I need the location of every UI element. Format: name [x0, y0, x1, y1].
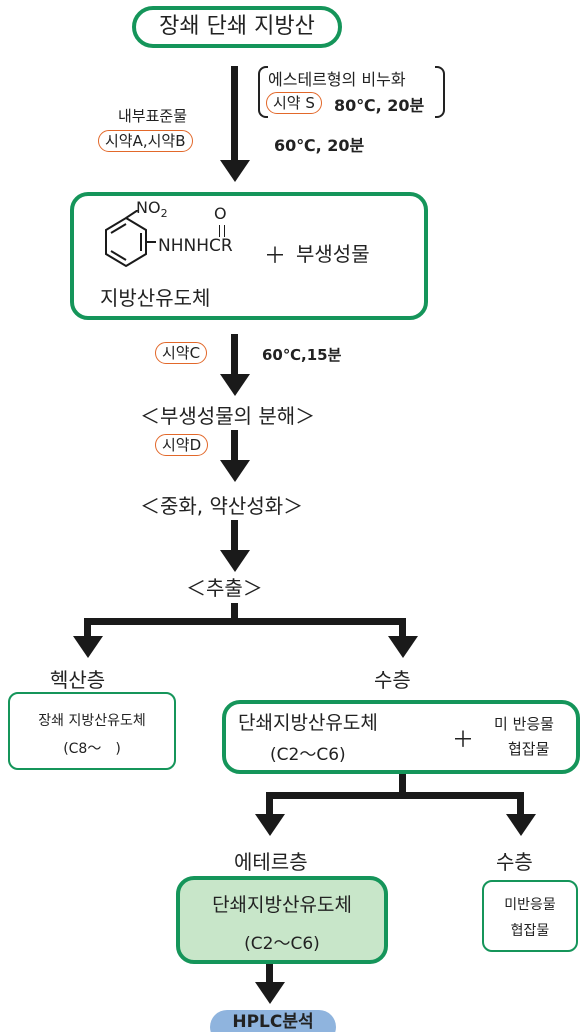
aqueous-layer-label-2: 수층 — [496, 850, 533, 874]
neutralize-step: ＜중화, 약산성화＞ — [140, 494, 304, 518]
reaction-conditions: 60℃, 20분 — [274, 136, 365, 155]
reagent-c-badge: 시약C — [155, 342, 208, 364]
hexane-layer-label: 헥산층 — [50, 668, 106, 692]
impurities-label-1: 협잡물 — [508, 740, 550, 758]
branch1-left-head — [73, 636, 103, 658]
derivative-box — [70, 192, 428, 320]
unreacted-box-line2: 협잡물 — [510, 923, 550, 939]
branch1-right-head — [388, 636, 418, 658]
main-arrow-3-head — [220, 460, 250, 482]
branch1-bar — [84, 618, 406, 625]
carbonyl-oxygen: O — [214, 204, 227, 223]
branch1-stem — [231, 603, 238, 623]
nitro-group: NO2 — [136, 198, 168, 220]
final-arrow-head — [255, 982, 285, 1004]
ether-box: 단쇄지방산유도체 (C2～C6) — [176, 876, 388, 964]
ether-box-line2: (C2～C6) — [244, 934, 320, 954]
aqueous-layer-label-1: 수층 — [374, 668, 411, 692]
final-arrow-shaft — [266, 964, 273, 986]
derivative-plus: ＋ — [264, 244, 287, 269]
main-arrow-2-head — [220, 374, 250, 396]
main-arrow-2-shaft — [231, 334, 238, 378]
reagent-ab-badge: 시약A,시약B — [98, 130, 193, 152]
unreacted-box-line1: 미반응물 — [504, 897, 556, 913]
branch2-bar — [266, 792, 524, 799]
hplc-label: HPLC분석 — [232, 1012, 314, 1032]
top-title: 장쇄 단쇄 지방산 — [159, 14, 315, 39]
derivative-label: 지방산유도체 — [100, 286, 211, 310]
main-arrow-4-head — [220, 550, 250, 572]
extraction-step: ＜추출＞ — [186, 576, 263, 600]
aqueous-box — [222, 700, 580, 774]
aq-box-line2: (C2～C6) — [270, 745, 346, 765]
esterification-bracket-left — [258, 66, 268, 118]
branch1-left-drop — [84, 618, 91, 638]
ether-layer-label: 에테르층 — [234, 850, 308, 874]
unreacted-label: 미 반응물 — [494, 715, 554, 733]
branch2-left-drop — [266, 792, 273, 816]
nitro-no: NO — [136, 198, 161, 217]
hexane-box-line2: (C8～ ) — [63, 741, 121, 757]
carbonyl-double-bond — [219, 225, 225, 237]
esterification-bracket-right — [435, 66, 445, 118]
hexane-box: 장쇄 지방산유도체 (C8～ ) — [8, 692, 176, 770]
main-arrow-1-head — [220, 160, 250, 182]
hexane-box-line1: 장쇄 지방산유도체 — [38, 713, 146, 729]
top-title-box: 장쇄 단쇄 지방산 — [132, 6, 342, 48]
reagent-d-badge: 시약D — [155, 434, 209, 456]
branch2-right-head — [506, 814, 536, 836]
branch2-stem — [399, 774, 406, 796]
reagent-s-badge: 시약 S — [266, 92, 322, 114]
main-arrow-3-shaft — [231, 430, 238, 464]
internal-standard-label: 내부표준물 — [118, 107, 188, 125]
branch1-right-drop — [399, 618, 406, 638]
aq-box-plus: ＋ — [452, 728, 475, 753]
aq-box-line1: 단쇄지방산유도체 — [238, 712, 378, 734]
step2-conditions: 60℃,15분 — [262, 346, 342, 364]
benzene-ring-icon — [105, 210, 156, 268]
branch2-left-head — [255, 814, 285, 836]
esterification-conditions: 80℃, 20분 — [334, 96, 425, 115]
hplc-pill: HPLC분석 — [210, 1010, 336, 1032]
byproduct-label: 부생성물 — [296, 242, 370, 266]
nitro-subscript: 2 — [160, 207, 168, 221]
ether-box-line1: 단쇄지방산유도체 — [212, 894, 352, 916]
esterification-label: 에스테르형의 비누화 — [268, 70, 406, 89]
main-arrow-4-shaft — [231, 520, 238, 554]
main-arrow-1-shaft — [231, 66, 238, 162]
hydrazide-group: NHNHCR — [158, 236, 233, 256]
unreacted-box: 미반응물 협잡물 — [482, 880, 578, 952]
branch2-right-drop — [517, 792, 524, 816]
decomposition-step: ＜부생성물의 분해＞ — [140, 404, 316, 428]
